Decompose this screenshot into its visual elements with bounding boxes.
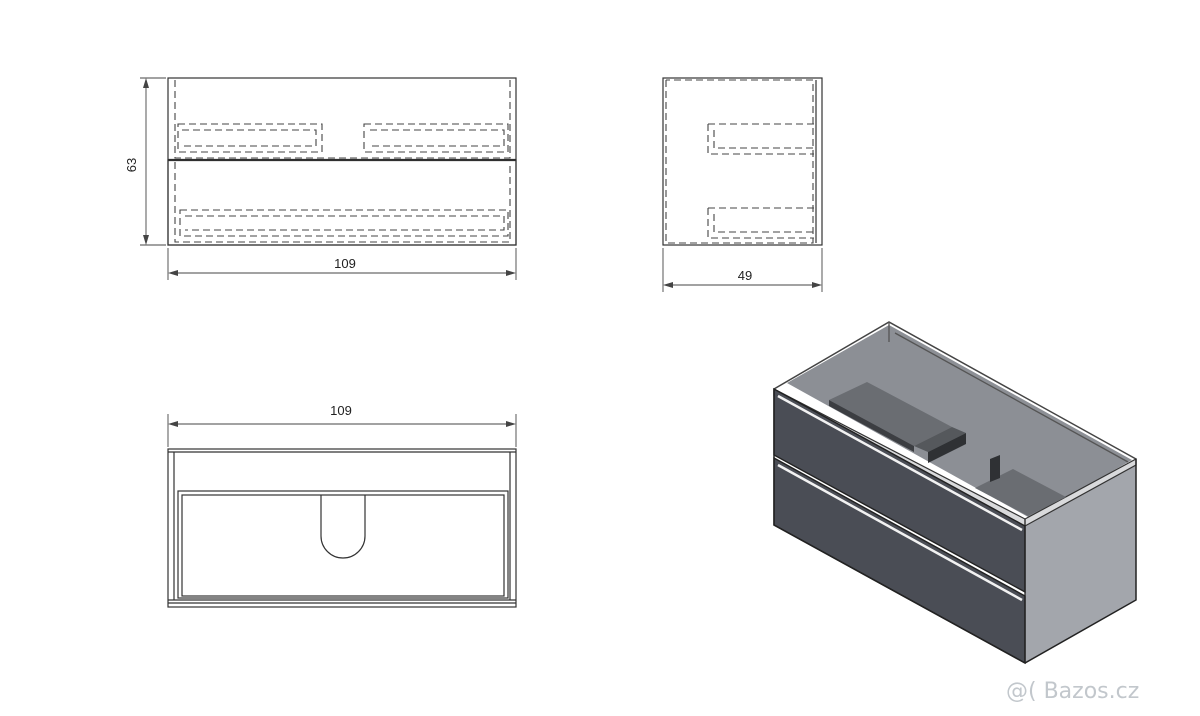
side-view-outline [662,77,823,246]
top-view-width-dimension: 109 [167,403,517,447]
front-view-width-dimension: 109 [167,248,517,280]
side-view-hidden-upper-drawer [707,124,814,155]
iso-upper-drawer-edge [777,394,1023,532]
front-view-hidden-tray-left [177,123,323,153]
side-view-hidden-upper-drawer-inner [713,130,814,149]
front-view-height-dimension: 63 [124,77,166,246]
front-view-hidden-lower-drawer-inner [185,215,505,231]
front-view-outline [167,77,517,246]
top-view-basin-inner [181,494,505,597]
front-view-hidden-tray-left-inner [182,129,317,147]
front-view-hidden-carcass [174,80,511,159]
watermark-logo: @( Bazos.cz [1006,679,1139,704]
front-view-hidden-tray-right-inner [370,129,505,147]
front-view-lower-drawer [167,159,517,246]
top-view-basin-opening [177,490,509,599]
top-view: 109 [167,403,517,608]
front-view-hidden-lower-carcass [174,162,511,243]
front-view-width-label: 109 [334,256,356,271]
side-view-hidden-lower-drawer-inner [713,214,814,233]
side-view: 49 [662,77,823,292]
front-view: 63 109 [124,77,517,280]
front-view-hidden-tray-right [363,123,509,153]
side-view-hidden-carcass [665,79,814,244]
side-view-depth-label: 49 [738,268,752,283]
top-view-outline [167,448,517,608]
iso-lower-drawer-edge [777,463,1023,602]
isometric-view [773,321,1137,665]
side-view-hidden-lower-drawer [707,208,814,239]
front-view-height-label: 63 [124,158,139,172]
iso-interior-trays [829,382,1066,516]
top-view-siphon-cutout [320,495,366,559]
top-view-width-label: 109 [330,403,352,418]
front-view-hidden-lower-drawer-box [179,209,509,237]
iso-cabinet-interior [787,325,1132,518]
side-view-depth-dimension: 49 [662,248,823,292]
